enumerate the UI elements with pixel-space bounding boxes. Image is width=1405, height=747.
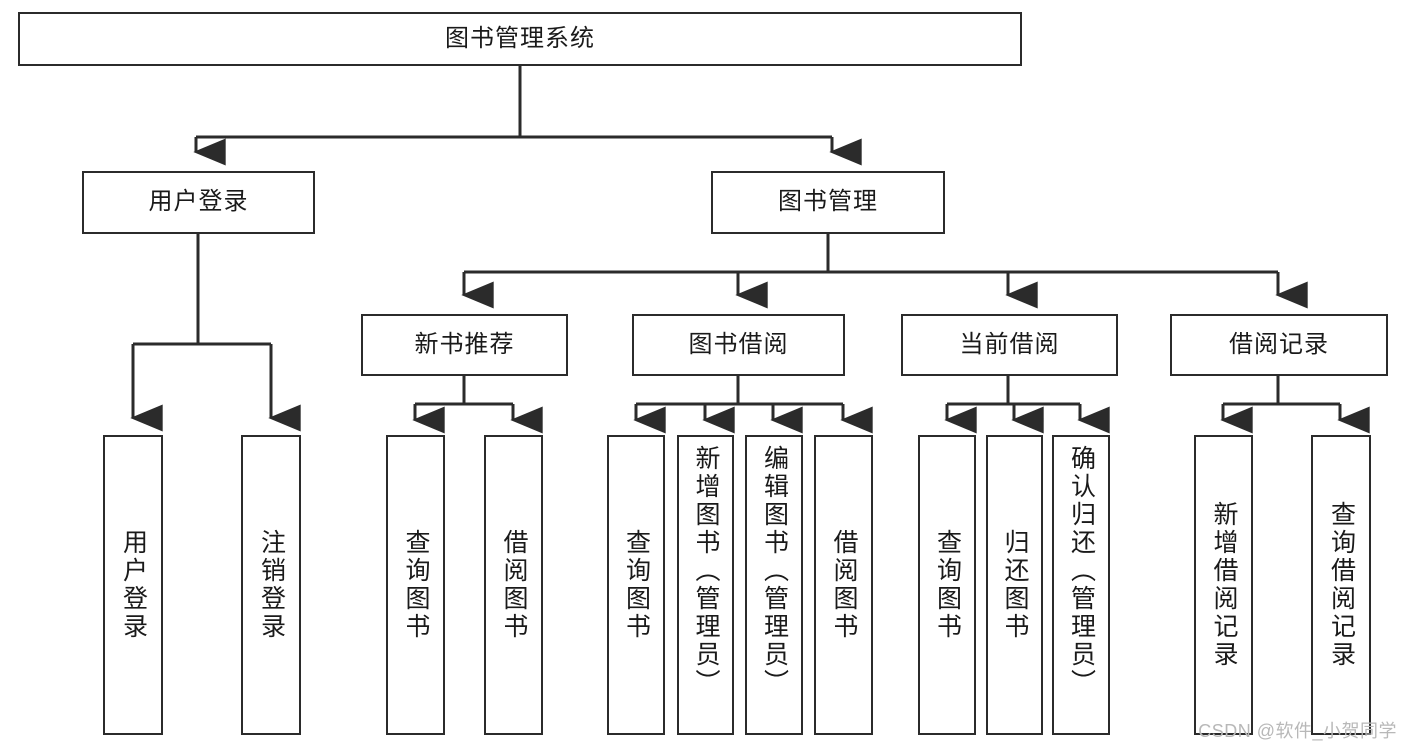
node-label: 编辑图书（管理员） — [760, 445, 789, 697]
leaf-borrow-book-borrow[interactable]: 借阅图书 — [814, 435, 873, 735]
leaf-query-book-borrow[interactable]: 查询图书 — [607, 435, 665, 735]
node-label: 新增借阅记录 — [1210, 501, 1238, 669]
node-label: 查询图书 — [933, 529, 962, 641]
leaf-add-borrow-record[interactable]: 新增借阅记录 — [1194, 435, 1253, 735]
node-label: 确认归还（管理员） — [1067, 445, 1096, 697]
leaf-borrow-book-new-rec[interactable]: 借阅图书 — [484, 435, 543, 735]
node-label: 借阅图书 — [500, 529, 528, 641]
node-book-management[interactable]: 图书管理 — [711, 171, 945, 234]
leaf-query-book-current[interactable]: 查询图书 — [918, 435, 976, 735]
node-label: 注销登录 — [257, 529, 286, 641]
node-label: 查询图书 — [402, 529, 430, 641]
node-label: 图书管理系统 — [445, 24, 595, 52]
leaf-confirm-return-admin[interactable]: 确认归还（管理员） — [1052, 435, 1110, 735]
node-new-book-recommendation[interactable]: 新书推荐 — [361, 314, 568, 376]
node-label: 新书推荐 — [414, 330, 515, 358]
node-label: 归还图书 — [1001, 529, 1029, 641]
leaf-add-book-admin[interactable]: 新增图书（管理员） — [677, 435, 734, 735]
node-label: 用户登录 — [119, 529, 148, 641]
node-label: 借阅图书 — [830, 529, 858, 641]
node-book-borrowing[interactable]: 图书借阅 — [632, 314, 845, 376]
csdn-watermark: CSDN @软件_小贺同学 — [1198, 721, 1397, 741]
node-label: 查询图书 — [622, 529, 651, 641]
leaf-edit-book-admin[interactable]: 编辑图书（管理员） — [745, 435, 803, 735]
leaf-logout[interactable]: 注销登录 — [241, 435, 301, 735]
node-label: 图书借阅 — [688, 330, 789, 358]
node-label: 当前借阅 — [959, 330, 1060, 358]
node-label: 新增图书（管理员） — [692, 445, 720, 697]
leaf-query-borrow-record[interactable]: 查询借阅记录 — [1311, 435, 1371, 735]
leaf-query-book-new-rec[interactable]: 查询图书 — [386, 435, 445, 735]
node-label: 查询借阅记录 — [1327, 501, 1356, 669]
node-user-login[interactable]: 用户登录 — [82, 171, 315, 234]
node-label: 用户登录 — [148, 188, 249, 216]
node-root-book-management-system[interactable]: 图书管理系统 — [18, 12, 1022, 66]
node-label: 图书管理 — [778, 188, 878, 216]
node-current-borrowing[interactable]: 当前借阅 — [901, 314, 1118, 376]
node-label: 借阅记录 — [1229, 330, 1329, 358]
leaf-return-book[interactable]: 归还图书 — [986, 435, 1043, 735]
leaf-user-login[interactable]: 用户登录 — [103, 435, 163, 735]
node-borrowing-records[interactable]: 借阅记录 — [1170, 314, 1388, 376]
